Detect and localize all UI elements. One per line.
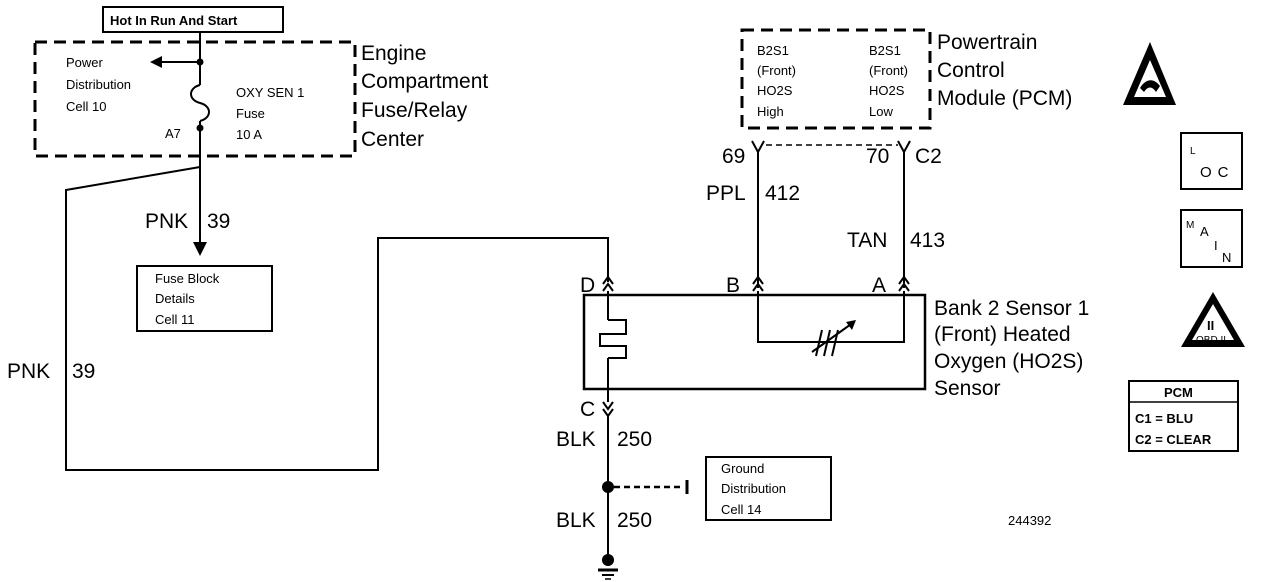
pcm-outline [740,28,932,130]
svg-text:Cell 11: Cell 11 [155,312,195,327]
sensor-pin-b: B [726,274,740,297]
svg-text:A: A [1200,224,1209,239]
blk-lower-color: BLK [556,509,596,532]
svg-text:Fuse Block: Fuse Block [155,271,220,286]
pnk-39-wire [65,166,609,471]
svg-text:Powertrain: Powertrain [937,31,1037,54]
svg-text:B2S1: B2S1 [757,43,789,58]
svg-text:M: M [1186,220,1194,231]
svg-text:I: I [1214,238,1218,253]
svg-text:(Front): (Front) [757,63,796,78]
tan-circuit: 413 [910,229,945,252]
svg-text:(Front): (Front) [869,63,908,78]
svg-text:Module (PCM): Module (PCM) [937,87,1072,110]
ground-splice-dot [602,481,614,493]
svg-text:Low: Low [869,104,893,119]
sensor-pin-a: A [872,274,886,297]
svg-text:OXY SEN 1: OXY SEN 1 [236,85,304,100]
hot-label: Hot In Run And Start [110,13,238,28]
terminal-a7: A7 [165,126,181,141]
svg-text:10 A: 10 A [236,127,262,142]
blk-upper-color: BLK [556,428,596,451]
fuse-block-label: Fuse Block Details Cell 11 [155,271,220,327]
ppl-color: PPL [706,182,746,205]
svg-text:Oxygen (HO2S): Oxygen (HO2S) [934,350,1083,373]
pcm-pin-69: 69 [722,145,745,168]
connector-chevron-icon [602,275,614,292]
pcm-connector-legend: PCM C1 = BLU C2 = CLEAR [1128,380,1239,452]
svg-text:Compartment: Compartment [361,70,488,93]
connector-pin-icon [751,140,765,155]
svg-text:High: High [757,104,784,119]
svg-text:Distribution: Distribution [66,77,131,92]
svg-text:PCM: PCM [1164,385,1193,400]
svg-text:OC: OC [1200,164,1235,181]
power-distribution-label: Power Distribution Cell 10 [66,55,131,114]
fuse-center-outline [33,40,357,158]
heater-element-icon [599,319,627,359]
svg-text:Engine: Engine [361,42,426,65]
svg-text:Fuse: Fuse [236,106,265,121]
svg-text:Sensor: Sensor [934,377,1001,400]
ground-distribution-box [705,456,832,521]
ground-icon [598,554,618,580]
fuse-center-title: Engine Compartment Fuse/Relay Center [361,42,488,151]
pcm-connector-c2: C2 [915,145,942,168]
svg-text:Fuse/Relay: Fuse/Relay [361,99,468,122]
svg-text:OBD II: OBD II [1196,335,1226,346]
fuse-block-box [136,265,273,332]
main-icon: M A I N [1180,209,1243,268]
svg-text:Distribution: Distribution [721,481,786,496]
blk-lower-circuit: 250 [617,509,652,532]
svg-text:(Front) Heated: (Front) Heated [934,323,1071,346]
obd-ii-icon: II OBD II [1181,292,1245,347]
blk-upper-circuit: 250 [617,428,652,451]
svg-text:L: L [1190,146,1196,157]
sensor-title: Bank 2 Sensor 1 (Front) Heated Oxygen (H… [934,297,1089,400]
svg-text:Ground: Ground [721,461,764,476]
svg-text:HO2S: HO2S [869,83,905,98]
sensor-box [582,293,927,391]
ppl-circuit: 412 [765,182,800,205]
svg-text:C2 = CLEAR: C2 = CLEAR [1135,432,1212,447]
pcm-high-label: B2S1 (Front) HO2S High [757,43,796,119]
pcm-low-label: B2S1 (Front) HO2S Low [869,43,908,119]
arrow-left-icon [150,56,162,68]
arrow-down-icon [193,242,207,256]
hot-label-box [102,6,284,33]
ground-distribution-label: Ground Distribution Cell 14 [721,461,786,517]
svg-text:B2S1: B2S1 [869,43,901,58]
esd-warning-icon [1123,42,1176,105]
svg-text:Bank 2 Sensor 1: Bank 2 Sensor 1 [934,297,1089,320]
pnk-upper-color: PNK [145,210,188,233]
svg-text:Cell 10: Cell 10 [66,99,106,114]
svg-text:Details: Details [155,291,195,306]
svg-text:C1 = BLU: C1 = BLU [1135,411,1193,426]
sensor-pin-c: C [580,398,595,421]
loc-icon: L OC [1180,132,1243,190]
pnk-left-color: PNK [7,360,50,383]
svg-text:II: II [1207,318,1214,333]
fuse-label: OXY SEN 1 Fuse 10 A [236,85,304,142]
pcm-pin-70: 70 [866,145,889,168]
pnk-left-circuit: 39 [72,360,95,383]
svg-text:N: N [1222,250,1231,265]
sensor-pin-d: D [580,274,595,297]
variable-cell-icon [810,320,856,357]
fuse-symbol [190,84,210,122]
svg-text:Cell 14: Cell 14 [721,502,761,517]
diagram-number: 244392 [1008,513,1051,528]
tan-color: TAN [847,229,887,252]
svg-text:HO2S: HO2S [757,83,793,98]
pcm-title: Powertrain Control Module (PCM) [937,31,1072,110]
pnk-upper-circuit: 39 [207,210,230,233]
svg-text:Control: Control [937,59,1005,82]
svg-text:Center: Center [361,128,424,151]
svg-text:Power: Power [66,55,104,70]
